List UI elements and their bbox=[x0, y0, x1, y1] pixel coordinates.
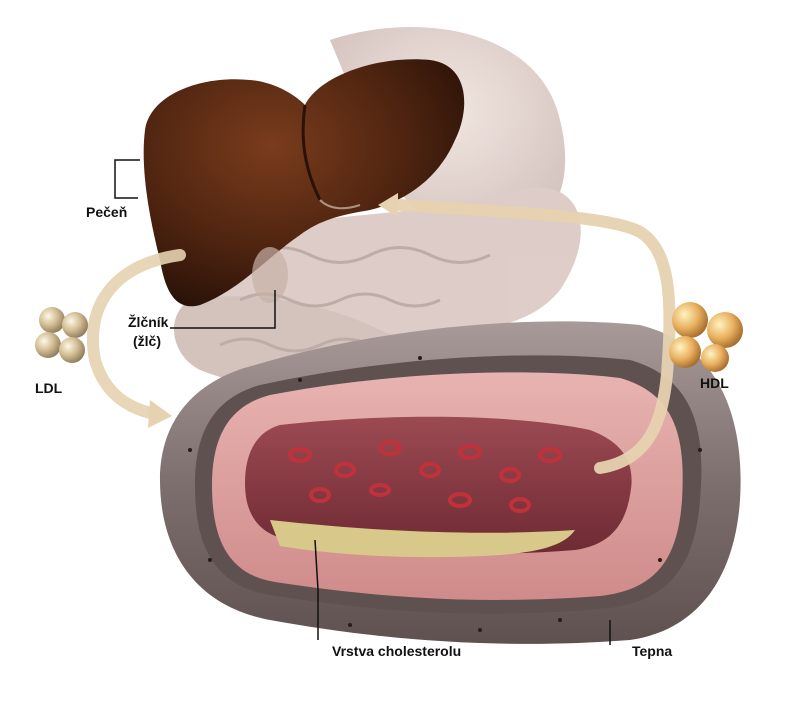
leader-lines bbox=[114, 159, 611, 645]
liver-label: Pečeň bbox=[86, 204, 128, 220]
gallbladder-label-line2: (žlč) bbox=[133, 333, 161, 349]
ldl-arrow bbox=[86, 249, 186, 421]
gallbladder-label-line1: Žlčník bbox=[128, 314, 169, 330]
hdl-arrowhead bbox=[378, 193, 398, 217]
artery-section bbox=[160, 321, 741, 644]
hdl-label: HDL bbox=[700, 375, 729, 391]
artery-label: Tepna bbox=[632, 643, 673, 659]
hdl-particles bbox=[669, 302, 743, 372]
ldl-label: LDL bbox=[35, 380, 63, 396]
ldl-arrowhead bbox=[148, 400, 172, 428]
gallbladder bbox=[252, 247, 288, 303]
ldl-particles bbox=[35, 307, 88, 363]
liver bbox=[143, 59, 465, 307]
cholesterol-layer-label: Vrstva cholesterolu bbox=[332, 643, 462, 659]
red-blood-cells bbox=[288, 440, 562, 513]
hdl-arrow bbox=[394, 199, 676, 474]
